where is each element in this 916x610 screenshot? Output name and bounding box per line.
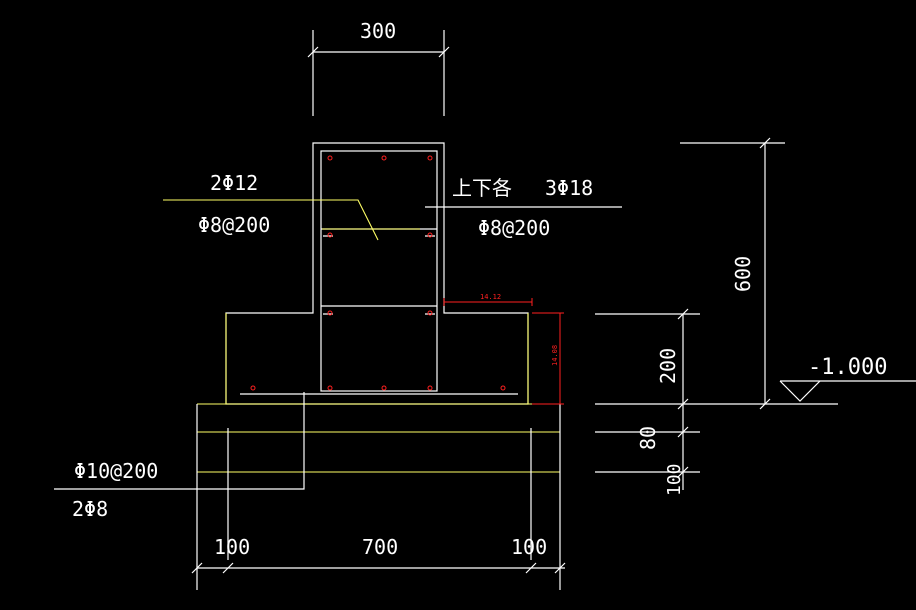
label-stirrup-left: Φ8@200 (198, 213, 270, 237)
dim-bottom-left: 100 (214, 535, 250, 559)
right-dim-total (680, 137, 785, 410)
elevation-marker (595, 380, 916, 405)
dim-height-total: 600 (731, 256, 755, 292)
tie-hooks (323, 235, 435, 315)
label-stirrup-right: Φ8@200 (478, 216, 550, 240)
label-top-bar: 2Φ12 (210, 171, 258, 195)
dim-bottom-mid: 700 (362, 535, 398, 559)
label-slab-bar: Φ10@200 (74, 459, 158, 483)
right-dim-chain (595, 308, 700, 490)
rebar-dots (250, 155, 506, 391)
dim-height-base: 200 (656, 348, 680, 384)
label-slab-dist: 2Φ8 (72, 497, 108, 521)
elevation-label: -1.000 (808, 355, 887, 380)
stirrup-outline (320, 150, 438, 392)
footing-outline (54, 392, 561, 590)
label-top-bottom-each: 上下各 (452, 176, 512, 200)
yellow-lines (163, 199, 560, 473)
bottom-dim-chain (191, 562, 566, 574)
red-dim-v: 14.08 (551, 345, 559, 366)
top-dimension (307, 30, 450, 116)
red-dimensions (443, 298, 564, 405)
red-dim-h: 14.12 (480, 293, 501, 301)
dim-top-width: 300 (360, 19, 396, 43)
dim-bottom-right: 100 (511, 535, 547, 559)
label-main-bar: 3Φ18 (545, 176, 593, 200)
dim-height-slab: 80 (636, 426, 660, 450)
dim-height-bottom: 100 (664, 463, 685, 496)
